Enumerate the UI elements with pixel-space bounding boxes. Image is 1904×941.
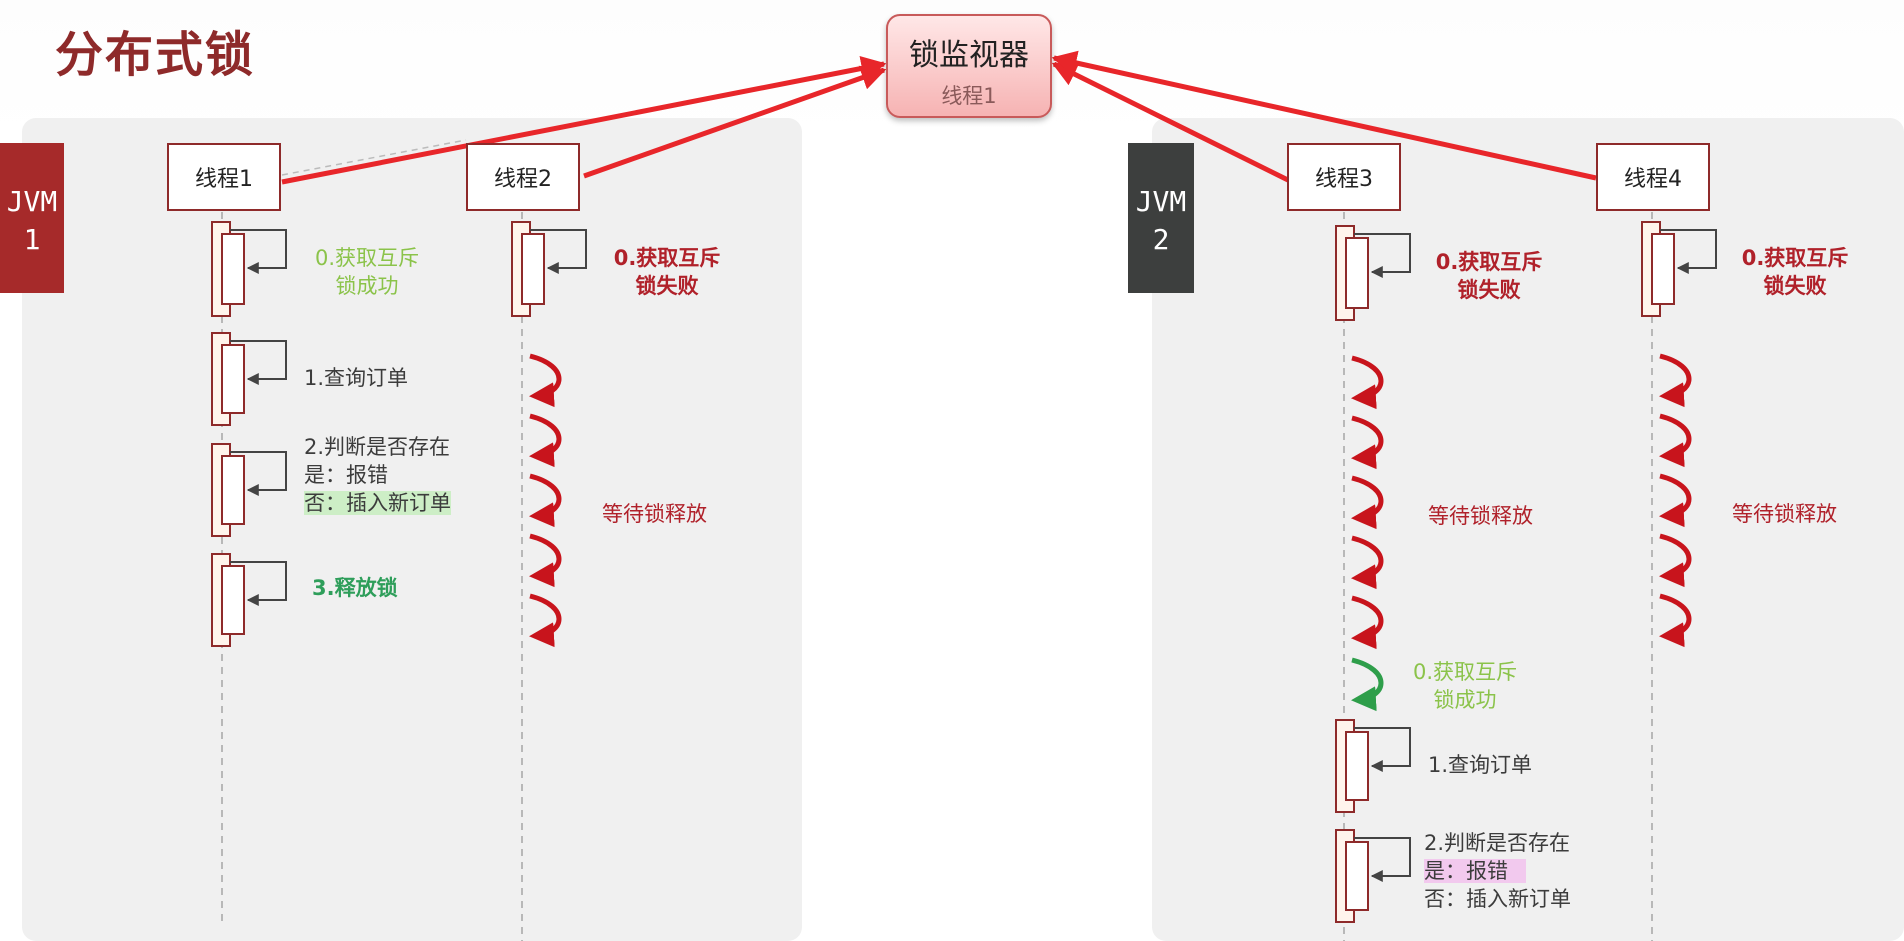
wait-curl-icon — [529, 413, 562, 468]
lock-monitor-owner: 线程1 — [941, 84, 997, 108]
wait-curl-icon — [1351, 475, 1384, 530]
activation-thread4-step0 — [1641, 221, 1717, 317]
wait-curl-icon — [1351, 415, 1384, 470]
label-line: 0.获取互斥 — [613, 246, 721, 270]
page-title: 分布式锁 — [55, 27, 256, 83]
activation-thread3-step2 — [1335, 829, 1411, 923]
wait-curls-thread2 — [529, 353, 562, 648]
retry-success-curl-icon — [1351, 657, 1384, 712]
jvm2-label: JVM 2 — [1128, 143, 1194, 293]
label-line: 锁失败 — [1457, 278, 1521, 302]
label-line: 是：报错 — [1424, 857, 1571, 885]
wait-curls-thread3 — [1351, 355, 1384, 712]
wait-curl-icon — [1659, 593, 1692, 648]
highlight-error: 是：报错 — [1424, 859, 1526, 883]
thread3-step1-label: 1.查询订单 — [1428, 753, 1533, 777]
label-line: 0.获取互斥 — [1741, 246, 1849, 270]
thread1-step1-label: 1.查询订单 — [304, 366, 409, 390]
label-line: 是：报错 — [304, 463, 388, 487]
jvm1-label-line2: 1 — [23, 223, 41, 256]
thread4-wait-label: 等待锁释放 — [1732, 502, 1837, 526]
wait-curls-thread4 — [1659, 353, 1692, 648]
jvm1-label-line1: JVM — [6, 185, 58, 218]
activation-thread3-step0 — [1335, 225, 1411, 321]
thread1-step3-label: 3.释放锁 — [312, 576, 398, 600]
arrow-thread2-to-monitor — [583, 65, 887, 179]
arrow-thread4-to-monitor — [1051, 50, 1597, 181]
wait-curl-icon — [1351, 595, 1384, 650]
label-line: 0.获取互斥 — [1412, 660, 1518, 684]
label-line: 锁失败 — [635, 274, 699, 298]
activation-thread1-step1 — [211, 332, 287, 426]
activation-thread2-step0 — [511, 221, 587, 317]
activation-thread1-step3 — [211, 553, 287, 647]
jvm1-panel — [22, 118, 802, 941]
wait-curl-icon — [1659, 353, 1692, 408]
thread4-step0-label: 0.获取互斥 锁失败 — [1730, 244, 1860, 300]
label-line: 否：插入新订单 — [1424, 887, 1571, 911]
label-line: 锁失败 — [1763, 274, 1827, 298]
jvm1-label: JVM 1 — [0, 143, 64, 293]
label-line: 否：插入新订单 — [304, 489, 451, 517]
thread2-step0-label: 0.获取互斥 锁失败 — [602, 244, 732, 300]
jvm2-label-line1: JVM — [1135, 185, 1187, 218]
thread3-wait-label: 等待锁释放 — [1428, 504, 1533, 528]
thread4-box: 线程4 — [1596, 143, 1710, 211]
thread3-box: 线程3 — [1287, 143, 1401, 211]
label-line: 2.判断是否存在 — [304, 435, 451, 459]
wait-curl-icon — [1659, 533, 1692, 588]
thread1-thread2-connector — [281, 139, 467, 176]
arrow-thread1-to-monitor — [281, 56, 887, 185]
jvm2-label-line2: 2 — [1152, 223, 1170, 256]
thread2-wait-label: 等待锁释放 — [602, 502, 707, 526]
wait-curl-icon — [1659, 473, 1692, 528]
activation-thread3-step1 — [1335, 719, 1411, 813]
activation-thread1-step2 — [211, 443, 287, 537]
highlight-insert: 否：插入新订单 — [304, 491, 451, 515]
wait-curl-icon — [529, 353, 562, 408]
thread3-step2-label: 2.判断是否存在 是：报错 否：插入新订单 — [1424, 829, 1571, 913]
label-line: 0.获取互斥 — [1435, 250, 1543, 274]
thread3-step0-label: 0.获取互斥 锁失败 — [1424, 248, 1554, 304]
thread1-step0-label: 0.获取互斥 锁成功 — [302, 244, 432, 300]
label-line: 2.判断是否存在 — [1424, 831, 1571, 855]
thread3-retry-label: 0.获取互斥 锁成功 — [1400, 658, 1530, 714]
wait-curl-icon — [529, 473, 562, 528]
wait-curl-icon — [529, 593, 562, 648]
thread1-box: 线程1 — [167, 143, 281, 211]
arrow-thread3-to-monitor — [1051, 61, 1298, 187]
wait-curl-icon — [1351, 355, 1384, 410]
lock-monitor: 锁监视器 线程1 — [886, 14, 1052, 118]
label-line: 锁成功 — [1433, 688, 1497, 712]
lock-monitor-title: 锁监视器 — [909, 38, 1029, 73]
thread1-step2-label: 2.判断是否存在 是：报错 否：插入新订单 — [304, 433, 451, 517]
thread2-box: 线程2 — [466, 143, 580, 211]
label-line: 锁成功 — [335, 274, 399, 298]
wait-curl-icon — [1351, 535, 1384, 590]
activation-thread1-step0 — [211, 221, 287, 317]
jvm2-panel — [1152, 118, 1904, 941]
wait-curl-icon — [529, 533, 562, 588]
label-line: 0.获取互斥 — [314, 246, 420, 270]
wait-curl-icon — [1659, 413, 1692, 468]
